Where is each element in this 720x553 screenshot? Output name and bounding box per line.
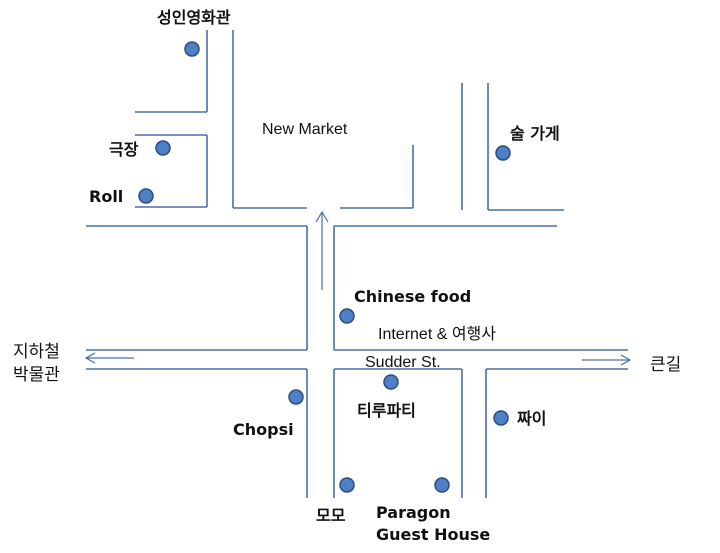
place-marker-theater bbox=[155, 140, 171, 156]
place-label-paragon-line1: Paragon bbox=[376, 503, 451, 522]
place-marker-chinese-food bbox=[339, 308, 355, 324]
place-marker-chopsi bbox=[288, 389, 304, 405]
place-label-cinema: 성인영화관 bbox=[157, 8, 231, 27]
direction-label-museum: 박물관 bbox=[13, 365, 60, 385]
direction-label-subway: 지하철 bbox=[13, 342, 60, 362]
place-label-liquor-store: 술 가게 bbox=[510, 124, 560, 143]
place-label-momo: 모모 bbox=[316, 506, 346, 525]
street-label-sudder-st: Sudder St. bbox=[365, 354, 441, 371]
place-marker-paragon bbox=[434, 477, 450, 493]
arrow-right-head-icon bbox=[620, 354, 632, 366]
place-label-chinese-food: Chinese food bbox=[354, 287, 472, 306]
place-marker-momo bbox=[339, 477, 355, 493]
area-label-new-market: New Market bbox=[262, 121, 348, 138]
place-label-tirupati: 티루파티 bbox=[357, 401, 416, 420]
place-label-theater: 극장 bbox=[109, 140, 139, 159]
arrow-up-head-icon bbox=[315, 210, 329, 223]
direction-label-big-road: 큰길 bbox=[650, 355, 682, 375]
place-marker-jjai bbox=[493, 410, 509, 426]
place-marker-cinema bbox=[184, 41, 200, 57]
arrow-left-head-icon bbox=[84, 352, 96, 364]
place-marker-liquor-store bbox=[495, 145, 511, 161]
place-label-roll: Roll bbox=[89, 187, 124, 206]
place-label-chopsi: Chopsi bbox=[233, 420, 294, 439]
place-marker-roll bbox=[138, 188, 154, 204]
place-marker-tirupati bbox=[383, 374, 399, 390]
place-label-paragon-line2: Guest House bbox=[376, 525, 491, 544]
place-label-jjai: 짜이 bbox=[517, 409, 547, 428]
street-label-internet-travel: Internet & 여행사 bbox=[378, 326, 496, 343]
